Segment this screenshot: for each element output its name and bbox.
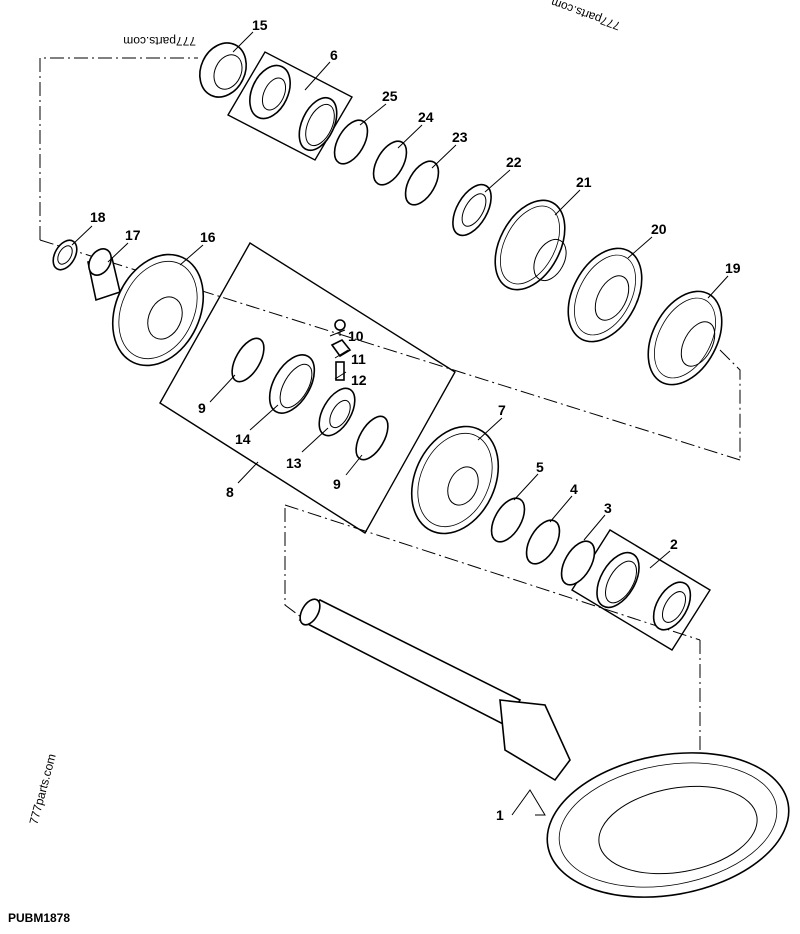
diagram-code: PUBM1878: [8, 911, 70, 925]
gear-19: [647, 290, 723, 386]
ring-14: [268, 354, 316, 414]
callout-8: 8: [226, 484, 234, 500]
leader-21: [554, 189, 581, 216]
callout-9-right: 9: [333, 476, 341, 492]
leader-7: [477, 417, 503, 441]
lower-centerline: [284, 508, 306, 621]
leader-18: [71, 225, 93, 246]
ring-4: [525, 519, 561, 565]
gear-7: [410, 425, 500, 535]
leader-8: [237, 461, 259, 484]
bushing-18: [52, 239, 78, 271]
spring-12: [335, 361, 345, 381]
gear-21: [494, 199, 567, 291]
watermark-top-right: 777parts.com: [549, 0, 622, 33]
right-centerline: [719, 349, 741, 460]
callout-24: 24: [418, 109, 434, 125]
callout-22: 22: [506, 154, 522, 170]
callout-11: 11: [351, 351, 366, 367]
ball-10: [334, 319, 346, 336]
callout-21: 21: [576, 174, 592, 190]
sleeve-17: [87, 248, 121, 302]
leader-12: [334, 371, 347, 380]
callout-17: 17: [125, 227, 141, 243]
leader-16: [179, 244, 204, 266]
ring-3: [560, 540, 596, 586]
callout-2: 2: [670, 536, 678, 552]
callout-23: 23: [452, 129, 468, 145]
leader-20: [627, 236, 653, 259]
leader-2: [649, 550, 671, 569]
lower-axis-line: [284, 504, 701, 641]
synchronizer-kit-8-box: [159, 242, 456, 534]
leader-24: [397, 124, 423, 149]
callout-16: 16: [200, 229, 216, 245]
watermark-bottom-left: 777parts.com: [26, 752, 58, 826]
watermark-top-left: 777parts.com: [123, 34, 196, 48]
bearing-kit-6-box: [227, 51, 353, 161]
hub-13: [318, 387, 356, 437]
callout-5: 5: [536, 459, 544, 475]
callout-20: 20: [651, 221, 667, 237]
callout-12: 12: [351, 372, 367, 388]
ring-5: [490, 497, 526, 543]
callout-7: 7: [498, 402, 506, 418]
gear-20: [567, 247, 643, 343]
nut-15: [199, 42, 247, 98]
leader-13: [301, 427, 329, 453]
leader-9-right: [345, 454, 363, 476]
callout-9-left: 9: [198, 400, 206, 416]
callout-10: 10: [348, 328, 364, 344]
callout-4: 4: [570, 481, 578, 497]
leader-11: [334, 349, 349, 359]
leader-1: [511, 789, 546, 816]
washer-22: [452, 183, 492, 237]
ring-25: [333, 119, 369, 165]
leader-10: [329, 329, 346, 337]
leader-23: [431, 144, 457, 169]
pinion-shaft-1: [298, 598, 571, 782]
callout-14: 14: [235, 431, 251, 447]
callout-19: 19: [725, 260, 741, 276]
leader-15: [232, 31, 254, 53]
ring-gear-1: [546, 752, 790, 898]
bearing-6: [249, 64, 338, 152]
ring-9-left: [231, 337, 265, 383]
leader-4: [549, 495, 573, 523]
leader-19: [707, 275, 729, 299]
callout-1: 1: [496, 807, 504, 823]
leader-14: [249, 404, 279, 431]
leader-25: [359, 103, 387, 126]
callout-13: 13: [286, 455, 302, 471]
leader-17: [107, 242, 129, 263]
ring-24: [372, 140, 408, 186]
bearing-kit-2-box: [571, 529, 711, 651]
callout-15: 15: [252, 17, 268, 33]
ring-23: [404, 160, 440, 206]
leader-9-left: [209, 374, 236, 403]
callout-6: 6: [330, 47, 338, 63]
leader-22: [484, 169, 511, 193]
ring-9-right: [355, 415, 389, 461]
leader-6: [304, 61, 331, 91]
bearing-2: [596, 551, 692, 631]
upper-centerline: [39, 57, 198, 240]
leader-3: [583, 514, 606, 541]
callout-3: 3: [604, 500, 612, 516]
gear-16: [111, 253, 205, 367]
callout-18: 18: [90, 209, 106, 225]
callout-25: 25: [382, 88, 398, 104]
leader-5: [513, 473, 539, 501]
